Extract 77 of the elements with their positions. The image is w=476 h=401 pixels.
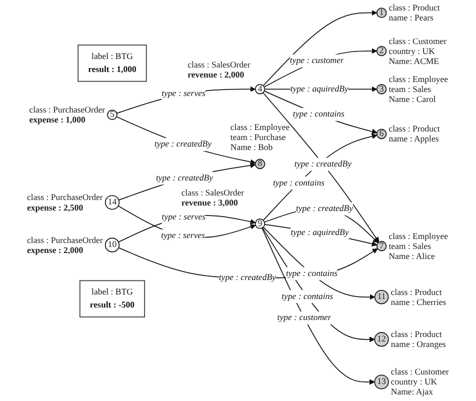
arrow [262, 10, 378, 86]
arrow [262, 92, 380, 242]
arrow [264, 90, 378, 134]
edge-label: type : contains [292, 110, 344, 120]
node-circle: 3 [376, 84, 387, 94]
attribute-text: class : Product [390, 286, 442, 297]
attribute-text: class : PurchaseOrder [29, 104, 106, 115]
attribute-text: Name: Ajax [390, 386, 433, 397]
node-circle: 7 [376, 240, 387, 252]
attribute-text: class : Customer [388, 36, 447, 46]
attribute-text: team : Sales [388, 84, 431, 94]
arrow [116, 86, 256, 114]
edge-label: type : serves [162, 212, 206, 222]
attribute-text: class : Employee [388, 74, 448, 84]
edge-label: type : createdBy [294, 160, 352, 169]
attribute-text: name : Pears [388, 12, 434, 23]
attribute-text: team : Sales [388, 240, 431, 251]
attribute-text: name : Apples [388, 134, 439, 144]
edge-label: type : serves [161, 231, 205, 241]
arrow [264, 224, 378, 247]
edge-label: type : createdBy [156, 173, 214, 183]
node-box: label : BTG result : -500 [79, 280, 146, 318]
node-circle: 9 [254, 218, 266, 229]
attribute-text: Name: ACME [388, 56, 440, 66]
node-circle: 14 [104, 195, 120, 210]
edge-label: type : aquiredBy [290, 84, 348, 94]
attribute-text: name : Oranges [390, 339, 446, 350]
arrow [118, 205, 256, 238]
attribute-text: class : Product [390, 329, 442, 340]
attribute-text: class : Customer [390, 366, 449, 377]
attribute-text: Name : Bob [230, 142, 273, 152]
arrow [264, 48, 378, 88]
attribute-text: class : PurchaseOrder [27, 192, 103, 202]
edge-label: type : contains [282, 292, 334, 302]
attribute-text: revenue : 3,000 [181, 198, 238, 208]
attribute-text: country : UK [388, 46, 435, 56]
arrow [262, 226, 376, 300]
edge-label: type : serves [162, 89, 206, 99]
attribute-text: team : Purchase [230, 132, 286, 142]
edge-label: type : contains [272, 178, 325, 188]
attribute-text: expense : 2,500 [27, 202, 84, 212]
attribute-text: country : UK [390, 376, 438, 387]
node-circle: 10 [104, 238, 120, 252]
attribute-text: class : Employee [230, 122, 290, 132]
attribute-text: class : Product [388, 2, 440, 13]
attribute-text: revenue : 2,000 [188, 69, 244, 80]
node-circle: 1 [376, 8, 387, 18]
attribute-text: expense : 1,000 [29, 114, 86, 125]
node-circle: 12 [374, 332, 389, 347]
node-circle: 5 [107, 110, 118, 120]
node-circle: 2 [376, 46, 387, 56]
arrow [116, 116, 256, 165]
edge-label: type : contains [286, 268, 338, 278]
edge-label: type : customer [290, 56, 344, 66]
attribute-text: class : PurchaseOrder [27, 234, 103, 245]
edge-label: type : createdBy [296, 204, 354, 214]
edge-label: type : createdBy [154, 140, 212, 150]
edge-label: type : createdBy [218, 273, 276, 283]
attribute-text: class : SalesOrder [181, 188, 244, 198]
arrow [118, 162, 256, 201]
node-circle: 8 [254, 158, 266, 170]
arrow [118, 214, 256, 242]
arrow [262, 228, 375, 385]
node-circle: 6 [376, 128, 387, 140]
attribute-text: expense : 2,000 [27, 244, 84, 255]
attribute-text: name : Cherries [390, 296, 446, 307]
attribute-text: class : Product [388, 124, 440, 134]
node-box: label : BTG result : 1,000 [78, 44, 147, 82]
edge-label: type : customer [277, 313, 332, 323]
attribute-text: class : SalesOrder [188, 59, 250, 70]
node-circle: 11 [374, 290, 389, 304]
edge-label: type : aquiredBy [290, 228, 349, 238]
attribute-text: Name : Alice [388, 250, 435, 261]
attribute-text: class : Employee [388, 230, 448, 241]
attribute-text: Name : Carol [388, 94, 436, 104]
node-circle: 4 [254, 84, 266, 94]
node-circle: 13 [374, 374, 389, 390]
